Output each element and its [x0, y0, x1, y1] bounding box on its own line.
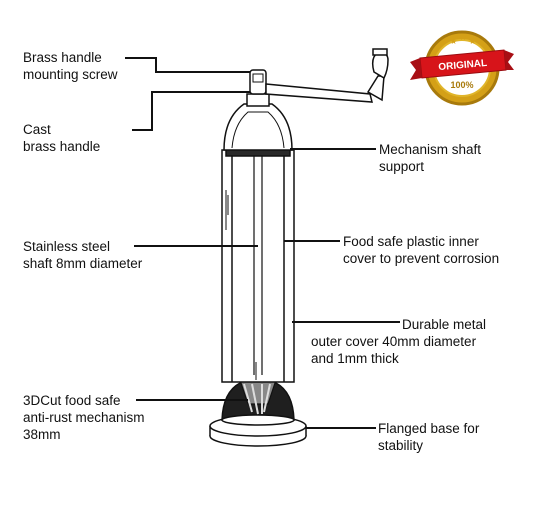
badge-star-icon: ★: [469, 37, 476, 46]
label-stainless-steel-shaft: Stainless steel shaft 8mm diameter: [23, 239, 143, 271]
badge-line1: ORIGINAL: [438, 58, 488, 73]
label-3dcut-mechanism: 3DCut food safe anti-rust mechanism 38mm: [23, 393, 145, 442]
badge-line2: 100%: [450, 80, 473, 90]
original-badge: ★ ★ ★ ORIGINAL 100%: [410, 30, 514, 106]
badge-star-icon: ★: [459, 32, 467, 42]
label-brass-handle-screw: Brass handle mounting screw: [23, 50, 118, 82]
grinder-body: [221, 120, 295, 383]
grinder-cap: [223, 93, 293, 157]
badge-star-icon: ★: [450, 37, 457, 46]
label-flanged-base: Flanged base for stability: [378, 421, 480, 453]
badge-ribbon-tail-right: [504, 50, 514, 70]
leader-brass-handle-screw: [125, 57, 250, 73]
label-mechanism-shaft-support: Mechanism shaft support: [379, 142, 482, 174]
badge-ribbon-tail-left: [410, 58, 422, 80]
leader-cast-brass-handle: [132, 91, 250, 131]
grinder-handle: [249, 48, 389, 103]
label-food-safe-cover: Food safe plastic inner cover to prevent…: [343, 234, 500, 266]
leader-lines: [125, 57, 400, 429]
label-cast-brass-handle: Cast brass handle: [23, 122, 101, 154]
label-durable-outer-cover: Durable metal outer cover 40mm diameter …: [311, 317, 487, 366]
